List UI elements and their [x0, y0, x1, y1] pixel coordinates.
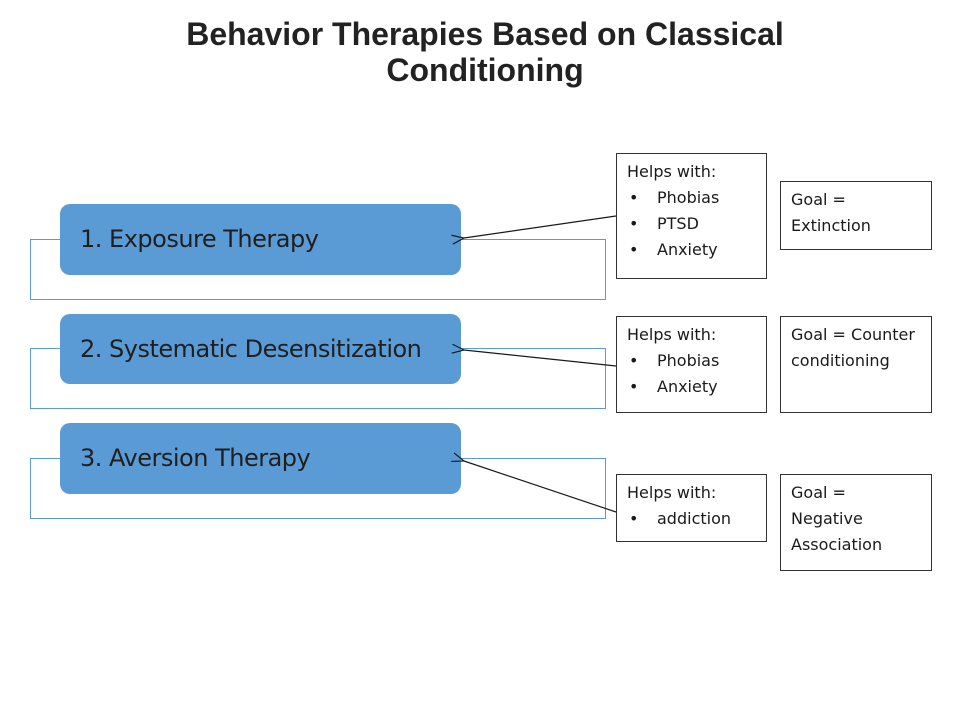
bullet-icon: •	[629, 509, 639, 528]
list-item: • Anxiety	[627, 374, 756, 400]
bullet-icon: •	[629, 240, 639, 259]
goal-box-3: Goal = Negative Association	[780, 474, 932, 571]
bullet-icon: •	[629, 214, 639, 233]
helps-with-box-3: Helps with: • addiction	[616, 474, 767, 542]
goal-box-1: Goal = Extinction	[780, 181, 932, 250]
arrow-3	[464, 461, 617, 513]
list-item: • Phobias	[627, 185, 756, 211]
helps-with-list: • Phobias • PTSD • Anxiety	[627, 185, 756, 263]
goal-text: Goal = Negative Association	[791, 483, 883, 554]
arrow-2	[464, 350, 617, 367]
list-item-text: PTSD	[657, 214, 699, 233]
bullet-icon: •	[629, 377, 639, 396]
bullet-icon: •	[629, 351, 639, 370]
list-item-text: Phobias	[657, 188, 720, 207]
therapy-2-label: 2. Systematic Desensitization	[60, 314, 461, 384]
goal-text: Goal = Counter conditioning	[791, 325, 915, 370]
helps-with-box-2: Helps with: • Phobias • Anxiety	[616, 316, 767, 413]
goal-box-2: Goal = Counter conditioning	[780, 316, 932, 413]
helps-with-heading: Helps with:	[627, 162, 717, 181]
therapy-3-label: 3. Aversion Therapy	[60, 423, 461, 494]
list-item: • Phobias	[627, 348, 756, 374]
list-item: • Anxiety	[627, 237, 756, 263]
list-item-text: Anxiety	[657, 240, 718, 259]
list-item: • addiction	[627, 506, 756, 532]
helps-with-list: • addiction	[627, 506, 756, 532]
slide-title: Behavior Therapies Based on Classical Co…	[186, 16, 784, 88]
helps-with-list: • Phobias • Anxiety	[627, 348, 756, 400]
list-item: • PTSD	[627, 211, 756, 237]
bullet-icon: •	[629, 188, 639, 207]
helps-with-heading: Helps with:	[627, 483, 717, 502]
list-item-text: Phobias	[657, 351, 720, 370]
therapy-1-label: 1. Exposure Therapy	[60, 204, 461, 275]
list-item-text: addiction	[657, 509, 732, 528]
helps-with-heading: Helps with:	[627, 325, 717, 344]
helps-with-box-1: Helps with: • Phobias • PTSD • Anxiety	[616, 153, 767, 279]
goal-text: Goal = Extinction	[791, 190, 871, 235]
list-item-text: Anxiety	[657, 377, 718, 396]
arrow-1	[464, 215, 617, 238]
